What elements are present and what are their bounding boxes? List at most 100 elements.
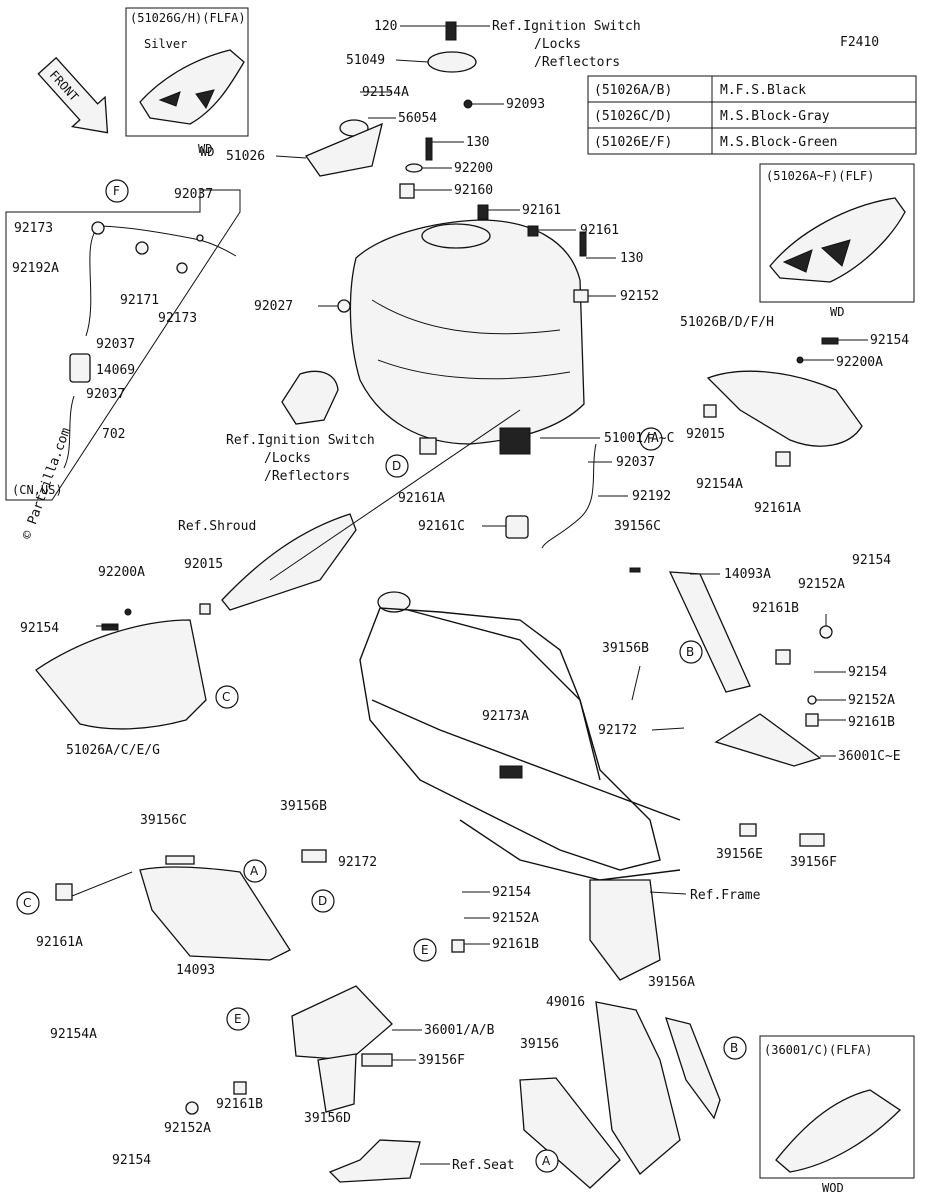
inset-box-flf	[759, 163, 915, 303]
color-name-2: M.S.Block-Gray	[720, 109, 830, 124]
ref-ignition-top-1: Ref.Ignition Switch	[492, 19, 641, 34]
label-92027: 92027	[254, 299, 293, 314]
inset-36001c-drawing	[775, 1089, 902, 1173]
label-92154-b: 92154	[112, 1153, 151, 1168]
bolt-92154-r1	[821, 337, 839, 345]
callout-d-bottom	[311, 889, 335, 913]
label-92154-l: 92154	[20, 621, 59, 636]
tank-contour-2	[377, 359, 571, 380]
label-92161b-m: 92161B	[492, 937, 539, 952]
side-cover-left-51026aceg	[35, 619, 207, 730]
pad-39156e	[739, 823, 757, 837]
label-130-b: 130	[620, 251, 643, 266]
callout-b-bottom	[723, 1036, 747, 1060]
ref-ignition-mid-1: Ref.Ignition Switch	[226, 433, 375, 448]
fuel-tank-pump-mount	[499, 427, 531, 455]
callout-e-bottom-label: E	[234, 1012, 242, 1026]
color-name-3: M.S.Block-Green	[720, 135, 837, 150]
label-92154-r1: 92154	[870, 333, 909, 348]
label-92160: 92160	[454, 183, 493, 198]
callout-e-top-label: E	[421, 943, 429, 957]
collar-92015-l	[199, 603, 211, 615]
ref-ignition-top-3: /Reflectors	[534, 55, 620, 70]
label-39156: 39156	[520, 1037, 559, 1052]
leader-lines	[71, 25, 868, 1165]
callout-b-top-label: B	[686, 645, 694, 659]
hose-92192	[541, 443, 597, 549]
label-92154a-m: 92154A	[696, 477, 743, 492]
callout-a-top	[243, 859, 267, 883]
label-39156c-l: 39156C	[140, 813, 187, 828]
pad-39156c-l	[165, 855, 195, 865]
label-92161a-m: 92161A	[398, 491, 445, 506]
grommet-92161a-l	[55, 883, 73, 901]
cover-36001ce	[714, 713, 822, 767]
label-51049: 51049	[346, 53, 385, 68]
label-92161-a: 92161	[522, 203, 561, 218]
ref-shroud: Ref.Shroud	[178, 519, 256, 534]
pad-39156f-r	[799, 833, 825, 847]
callout-c-left-label: C	[23, 896, 31, 910]
ref-ignition-mid-2: /Locks	[264, 451, 311, 466]
evap-clip-92037	[196, 234, 204, 242]
color-code-1: (51026A/B)	[594, 83, 672, 98]
clip-92161-b	[527, 225, 539, 237]
inset-box-36001c	[759, 1035, 915, 1179]
evap-box-region: (CN,US)	[12, 483, 63, 497]
fuel-cap-51049	[427, 51, 477, 73]
label-92037-c: 92037	[86, 387, 125, 402]
color-name-1: M.F.S.Black	[720, 83, 806, 98]
label-92154-m: 92154	[492, 885, 531, 900]
ignition-switch-drawing	[281, 370, 339, 425]
washer-92200a-r	[796, 356, 804, 364]
callout-c-left	[16, 891, 40, 915]
inset-36001c-title: (36001/C)(FLFA)	[764, 1043, 872, 1057]
callout-a-bottom-label: A	[542, 1154, 551, 1168]
label-51026: 51026	[226, 149, 265, 164]
ref-seat: Ref.Seat	[452, 1158, 515, 1173]
grommet-92161a-r	[775, 451, 791, 467]
washer-92200a-l	[124, 608, 132, 616]
inset-box-flfa-silver	[125, 7, 249, 137]
label-92037-b: 92037	[96, 337, 135, 352]
evap-clamp-92173b	[176, 262, 188, 274]
callout-d-top	[385, 454, 409, 478]
ref-ignition-top-2: /Locks	[534, 37, 581, 52]
inset-flf-cowl-drawing	[769, 197, 906, 283]
label-92200a-l: 92200A	[98, 565, 145, 580]
callout-d-bottom-label: D	[318, 894, 327, 908]
label-92161b-b: 92161B	[216, 1097, 263, 1112]
label-92154-r2: 92154	[852, 553, 891, 568]
cap-bolt-120	[445, 21, 457, 41]
label-39156e: 39156E	[716, 847, 763, 862]
pad-39156a	[665, 1017, 721, 1120]
label-39156b-r: 39156B	[602, 641, 649, 656]
pad-39156b-r	[631, 665, 641, 701]
side-cover-right-51026bdfh	[706, 370, 863, 447]
label-36001ce: 36001C~E	[838, 749, 901, 764]
label-39156f-r: 39156F	[790, 855, 837, 870]
inset-flfa-note: WD	[198, 142, 212, 156]
evap-clamp-92173	[91, 221, 105, 235]
label-51026aceg: 51026A/C/E/G	[66, 743, 160, 758]
label-702: 702	[102, 427, 125, 442]
inset-silver-cowl-drawing	[139, 49, 245, 125]
inset-silver-cowl-graphic	[158, 89, 215, 110]
grommet-92160	[399, 183, 415, 199]
pad-39156f-l	[361, 1053, 393, 1067]
evap-fitting-92171	[135, 241, 149, 255]
bolt-130-b	[579, 231, 587, 257]
callout-a-top-label: A	[250, 864, 259, 878]
label-92161c: 92161C	[418, 519, 465, 534]
label-14093a: 14093A	[724, 567, 771, 582]
callout-d-top-label: D	[392, 459, 401, 473]
label-92154-r3: 92154	[848, 665, 887, 680]
grommet-92161b-b	[233, 1081, 247, 1095]
label-92161b-r1: 92161B	[752, 601, 799, 616]
label-92161a-l: 92161A	[36, 935, 83, 950]
label-92192a: 92192A	[12, 261, 59, 276]
evap-hose-702	[63, 395, 75, 469]
label-92015-l: 92015	[184, 557, 223, 572]
grommet-92161b-r1	[775, 649, 791, 665]
